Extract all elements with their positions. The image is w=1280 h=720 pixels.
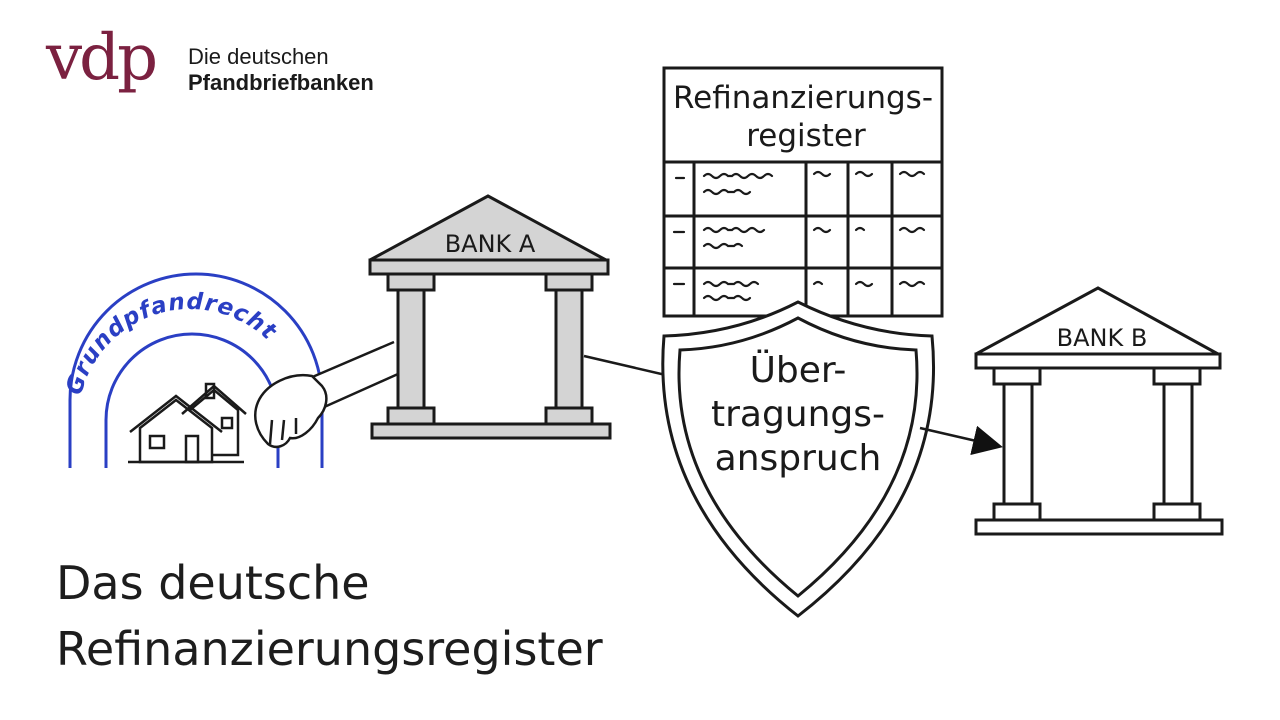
register-title-line1: Refinanzierungs- [673, 80, 933, 116]
shield-icon [661, 300, 936, 618]
hand-icon [254, 340, 399, 449]
caption-line2: Refinanzierungsregister [56, 622, 603, 676]
bank-b-building [974, 286, 1224, 536]
logo-tagline-line1: Die deutschen [188, 44, 329, 69]
register-scribbles [672, 170, 926, 302]
register-title-line2: register [746, 118, 866, 154]
shield-text-line3: anspruch [715, 438, 882, 479]
logo-tagline-line2: Pfandbriefbanken [188, 70, 374, 95]
houses-icon [128, 382, 247, 464]
grundpfandrecht-arc-label: Grundpfandrecht [61, 289, 281, 398]
bank-b-label: BANK B [1057, 324, 1148, 352]
bank-a-label: BANK A [445, 230, 536, 258]
vdp-logo: vdp [46, 21, 158, 95]
transfer-arrow [919, 425, 1003, 455]
bank-a-building [368, 194, 612, 440]
connector-bank-a-shield [583, 354, 671, 378]
caption-line1: Das deutsche [56, 556, 370, 610]
shield-text-line2: tragungs- [711, 394, 885, 435]
shield-text-line1: Über- [750, 349, 847, 391]
